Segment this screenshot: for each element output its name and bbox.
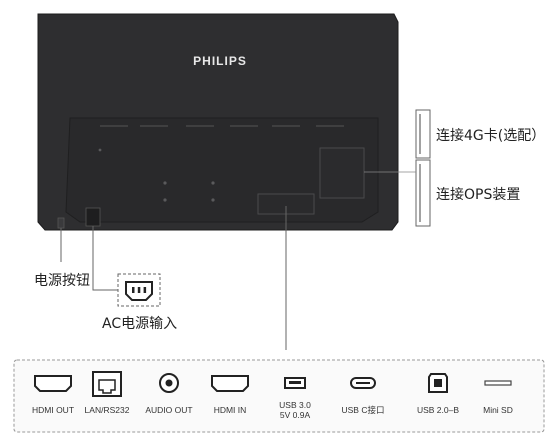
hdmi-port-icon [211,375,249,392]
ops-slot [319,147,365,199]
mini-sd-slot-icon [484,380,512,386]
port-panel-border [13,359,545,433]
sim-slot-indicator [415,109,431,159]
sim-card-label: 连接4G卡(选配） [436,128,546,144]
ac-input-label: AC电源输入 [102,316,178,332]
port-label-audio-out: AUDIO OUT [145,405,193,415]
power-button-label: 电源按钮 [34,273,90,289]
port-label-hdmi-in: HDMI IN [213,405,247,415]
ops-slot-indicator [415,159,431,227]
port-label-mini-sd: Mini SD [483,405,513,415]
brand-logo: PHILIPS [193,54,247,68]
port-label-hdmi-out: HDMI OUT [31,405,75,415]
power-button [57,217,65,229]
port-label-lan: LAN/RS232 [84,405,130,415]
ops-label: 连接OPS装置 [436,187,521,203]
hdmi-port-icon [34,375,72,392]
ac-inlet [85,207,101,227]
ac-callout-line [92,226,118,291]
port-label-usb-c: USB C接口 [341,405,385,415]
port-label-usb2b: USB 2.0–B [416,405,460,415]
port-label-usb3: USB 3.0 5V 0.9A [279,400,311,420]
